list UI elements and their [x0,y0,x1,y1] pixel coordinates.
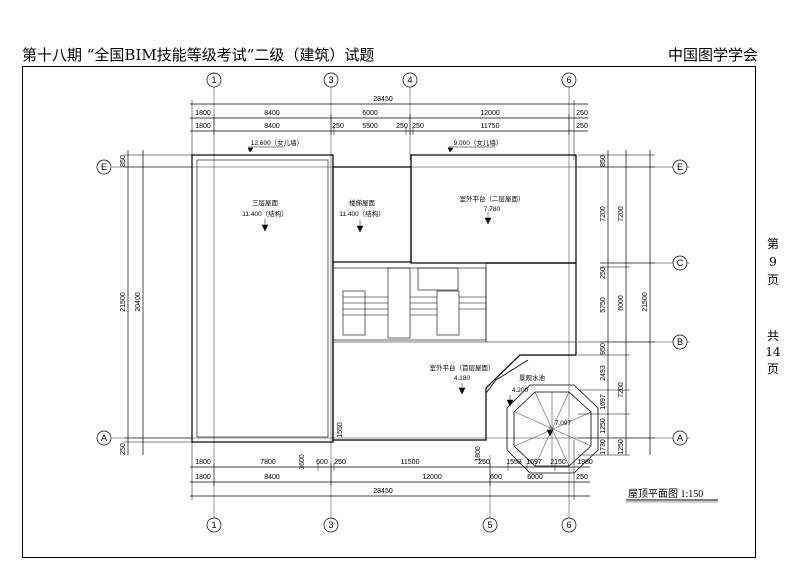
dim-top-r2: 250 [332,123,344,130]
dim-right-inner: 950 [600,343,607,355]
dim-left: 21500 [120,292,127,312]
dim-right-mid: 7200 [618,382,625,398]
terrace2-elevation: 7.780 [484,206,501,213]
dim-bottom-r2: 600 [490,474,502,481]
drawing-title: 屋顶平面图 1:150 [628,488,703,500]
axis-left-E: E [101,162,107,172]
header-title: 第十八期 “全国BIM技能等级考试”二级（建筑）试题 [22,46,375,64]
dim-bottom-r2: 8400 [264,474,280,481]
dim-right-inner: 7200 [600,206,607,222]
dim-right-inner: 1250 [600,418,607,434]
axis-bottom-6: 6 [566,520,571,530]
dim-bottom-r1: 2150 [550,459,566,466]
dim-bottom-r1: 600 [316,459,328,466]
terrace1-name: 室外平台（首层屋面） [430,363,495,372]
octagon-elevation: 7.097 [555,420,572,427]
page-label-2: 页 [766,273,779,287]
dim-top-r1: 12000 [480,110,500,117]
dim-bottom-r2: 250 [576,474,588,481]
top-elevation-right: 9.000（女儿墙） [454,138,503,147]
axis-left-A: A [101,433,107,443]
axis-bottom-1: 1 [211,520,216,530]
axis-top-6: 6 [566,75,571,85]
dim-bottom-r2: 6000 [527,474,543,481]
dim-bottom-r2: 1800 [195,474,211,481]
dim-top-r1: 8400 [264,110,280,117]
dim-misc-1800: 1800 [475,446,482,462]
roof3-elevation: 11.400（结构） [242,209,287,218]
roof3-name: 三层屋面 [252,199,279,207]
dim-bottom-r1: 250 [334,459,346,466]
axis-right-B: B [677,337,683,347]
dim-right-outer: 21500 [642,292,649,312]
dim-bottom-r1: 11500 [401,459,420,466]
dim-top-r2: 5500 [362,123,378,130]
dim-bottom-r1: 1697 [526,459,542,466]
pool-elevation: 4.200 [512,387,529,394]
dim-bottom-r1: 1980 [577,459,593,466]
total-label-1: 共 [766,329,779,343]
dim-right-inner: 5750 [600,297,607,313]
dim-bottom-3600: 3600 [299,454,306,470]
axis-bottom-5: 5 [487,520,492,530]
axis-right-A: A [677,433,683,443]
total-label-2: 页 [766,362,779,376]
terrace1-elevation: 4.180 [454,375,471,382]
dim-right-mid: 1250 [618,439,625,455]
dim-top-r2: 1800 [195,123,211,130]
dim-bottom-r2: 12000 [422,474,442,481]
dim-right-inner: 1697 [600,394,607,410]
axis-top-4: 4 [407,75,412,85]
top-elevation-left: 12.600（女儿墙） [251,138,303,147]
axis-right-C: C [677,258,684,268]
dim-bottom-r1: 7800 [260,459,276,466]
dim-top-r2: 8400 [264,123,280,130]
page-label-1: 第 [766,237,779,251]
dim-bottom-r1: 1553 [506,459,522,466]
dim-bottom-total: 28450 [373,488,393,495]
dim-left: 850 [120,155,127,167]
dim-bottom-r1: 1800 [195,459,211,466]
dim-left: 20400 [135,292,142,312]
pool-name: 景观水池 [519,373,546,382]
terrace2-name: 室外平台（二层屋面） [460,194,525,203]
dim-top-r2: 250 [396,123,408,130]
dim-bottom-r1: 250 [478,459,490,466]
total-number: 14 [765,345,781,359]
dim-misc-1550: 1550 [337,422,344,438]
dim-top-r1: 1800 [195,110,211,117]
dim-right-inner: 2493 [600,365,607,381]
axis-right-E: E [677,162,683,172]
header-organization: 中国图学学会 [667,46,758,64]
dim-top-r1: 250 [576,110,588,117]
dim-top-r2: 11750 [481,123,500,130]
dim-right-inner: 250 [600,267,607,279]
axis-top-3: 3 [328,75,333,85]
dim-right-inner: 850 [600,155,607,167]
dim-right-mid: 7200 [618,206,625,222]
dim-top-r2: 250 [412,123,424,130]
dim-left: 250 [120,443,127,455]
dim-top-r2: 250 [576,123,588,130]
drawing-frame [22,66,756,558]
dim-top-total: 28450 [373,96,393,103]
axis-bottom-3: 3 [328,520,333,530]
stair-roof-name: 楼梯屋面 [349,198,376,207]
page-number: 9 [769,255,777,269]
dim-top-r1: 6000 [362,110,378,117]
stair-roof-elevation: 11.400（结构） [339,209,384,218]
axis-top-1: 1 [211,75,216,85]
dim-right-inner: 1730 [600,439,607,455]
dim-right-mid: 6000 [618,295,625,311]
